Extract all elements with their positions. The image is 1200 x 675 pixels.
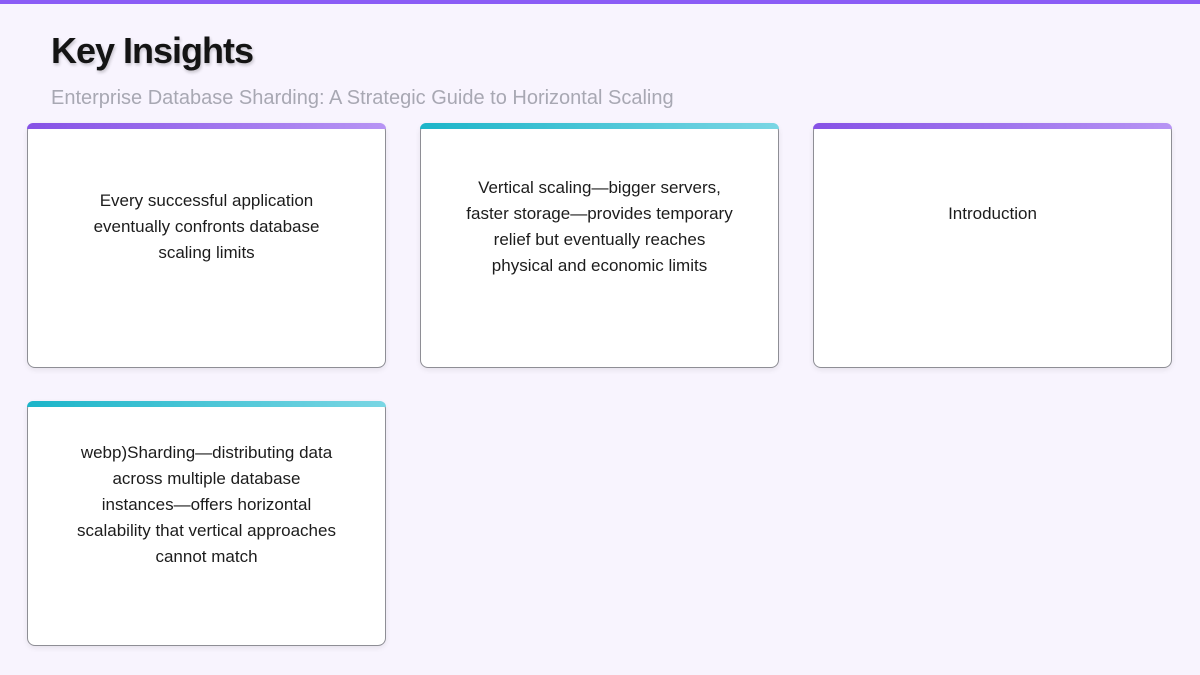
- page-subtitle: Enterprise Database Sharding: A Strategi…: [51, 87, 674, 109]
- insight-card-text: webp)Sharding—distributing data across m…: [77, 443, 336, 566]
- card-accent-bar: [420, 123, 779, 129]
- insight-card-4: webp)Sharding—distributing data across m…: [27, 401, 386, 646]
- page-title: Key Insights: [51, 30, 254, 71]
- top-accent-bar: [0, 0, 1200, 4]
- insight-card-text: Introduction: [948, 204, 1037, 223]
- insight-card-text: Every successful application eventually …: [93, 191, 320, 262]
- insight-card-1: Every successful application eventually …: [27, 123, 386, 368]
- insight-card-2: Vertical scaling—bigger servers, faster …: [420, 123, 779, 368]
- card-accent-bar: [27, 123, 386, 129]
- card-accent-bar: [27, 401, 386, 407]
- insight-card-3: Introduction: [813, 123, 1172, 368]
- insight-card-text: Vertical scaling—bigger servers, faster …: [466, 178, 733, 275]
- card-accent-bar: [813, 123, 1172, 129]
